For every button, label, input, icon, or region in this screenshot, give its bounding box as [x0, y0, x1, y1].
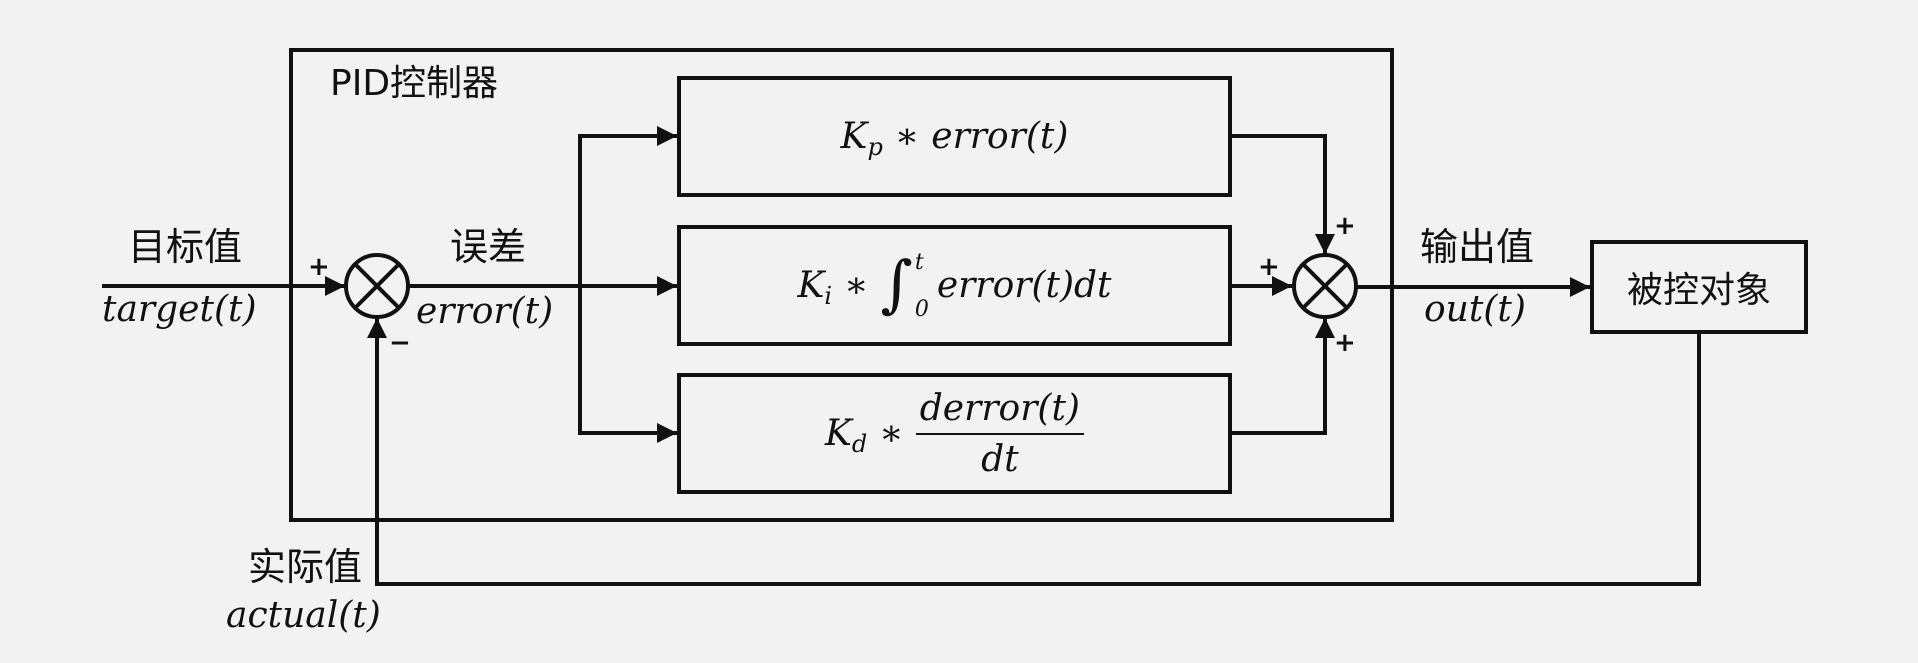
sum1-minus-sign: − — [389, 328, 411, 358]
error-branch-d — [578, 286, 677, 443]
feedback-wire — [367, 318, 1701, 586]
error-symbol: error(t) — [416, 291, 554, 332]
actual-symbol: actual(t) — [226, 595, 381, 636]
plant-block: 被控对象 — [1590, 240, 1808, 334]
sum2-bottom-plus-sign: + — [1334, 328, 1356, 358]
circle-cross-icon — [1292, 253, 1358, 319]
controller-title: PID控制器 — [330, 63, 499, 104]
actual-label: 实际值 — [248, 545, 363, 589]
error-branch-p — [578, 126, 677, 286]
error-label: 误差 — [450, 225, 527, 269]
target-symbol: target(t) — [102, 289, 257, 330]
sum2-top-plus-sign: + — [1334, 211, 1356, 241]
sum2-left-plus-sign: + — [1258, 252, 1280, 282]
sum1-plus-sign: + — [308, 252, 330, 282]
output-symbol: out(t) — [1424, 289, 1526, 330]
target-label: 目标值 — [128, 225, 243, 269]
p-output-wire — [1232, 134, 1335, 254]
circle-cross-icon — [344, 253, 410, 319]
output-label: 输出值 — [1420, 225, 1535, 269]
derivative-fraction: derror(t) dt — [915, 388, 1084, 480]
d-output-wire — [1232, 318, 1335, 435]
plant-label: 被控对象 — [1626, 270, 1771, 311]
